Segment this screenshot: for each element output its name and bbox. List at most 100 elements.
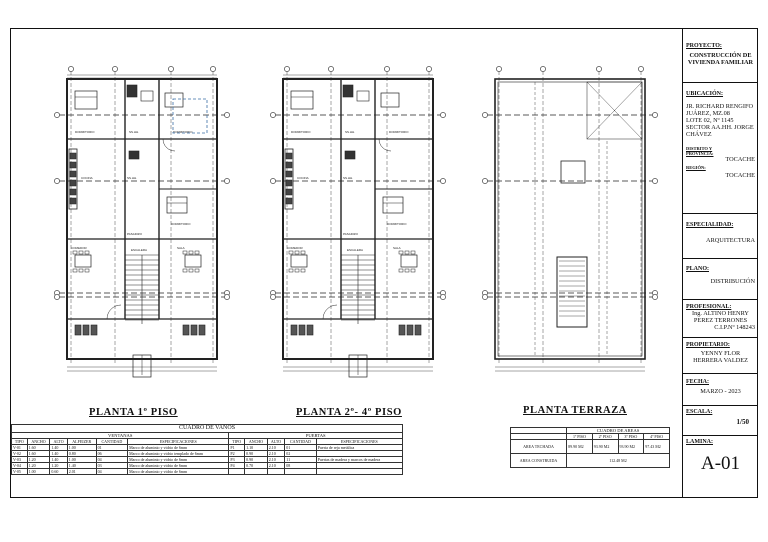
escala-value: 1/50 xyxy=(736,418,749,426)
void-outline xyxy=(586,81,643,140)
profesional-line-2: PEREZ TERRONES xyxy=(693,317,748,324)
furniture xyxy=(306,324,314,336)
area-techada-4: 97.43 M2 xyxy=(643,439,670,454)
axis-bubble xyxy=(482,294,488,300)
axis-bubble xyxy=(168,66,174,72)
area-construida-label: AREA CONSTRUIDA xyxy=(509,453,568,468)
wardrobe xyxy=(164,92,184,108)
escala-cell: ESCALA: 1/50 xyxy=(683,406,758,436)
room-label-sala: SALA xyxy=(393,246,401,250)
dining-table xyxy=(400,254,418,268)
axis-bubble xyxy=(112,66,118,72)
axis-bubble xyxy=(284,66,290,72)
door-cell xyxy=(284,468,317,475)
water-tank xyxy=(560,160,586,184)
especialidad-label: ESPECIALIDAD: xyxy=(686,222,734,228)
axis-bubble xyxy=(440,294,446,300)
door-cell xyxy=(244,468,268,475)
furniture xyxy=(82,324,90,336)
plan-title-terrace: PLANTA TERRAZA xyxy=(523,405,627,416)
door-swing xyxy=(322,304,338,320)
room-label-dormitorio: DORMITORIO xyxy=(171,222,191,226)
door-cell xyxy=(266,468,286,475)
room-label-sshh: SS.HH. xyxy=(127,176,137,180)
axis-bubble xyxy=(210,66,216,72)
room-label-cocina: COCINA xyxy=(297,176,309,180)
profesional-cell: PROFESIONAL: Ing. ALTINO HENRY PEREZ TER… xyxy=(683,300,758,338)
room-label-sshh: SS.HH. xyxy=(129,130,139,134)
room-label-dormitorio: DORMITORIO xyxy=(291,130,311,134)
propietario-line-2: HERRERA VALDEZ xyxy=(693,357,748,364)
ubicacion-line-2: JUÁREZ, MZ.08 xyxy=(686,110,730,117)
plano-label: PLANO: xyxy=(686,266,709,272)
room-label-comedor: COMEDOR xyxy=(287,246,304,250)
furniture xyxy=(182,324,190,336)
stair-housing xyxy=(556,256,588,328)
axis-bubble xyxy=(54,294,60,300)
furniture xyxy=(198,324,206,336)
axis-bubble xyxy=(384,66,390,72)
window-cell: V-05 xyxy=(11,468,28,475)
door-cell xyxy=(315,468,404,475)
axis-bubble xyxy=(68,66,74,72)
chair xyxy=(194,268,200,273)
escala-label: ESCALA: xyxy=(686,409,713,415)
axis-bubble xyxy=(426,66,432,72)
lamina-label: LAMINA: xyxy=(686,439,713,445)
sink xyxy=(356,90,370,102)
burner xyxy=(285,197,293,205)
wardrobe xyxy=(380,92,400,108)
region-value: TOCACHE xyxy=(725,172,755,179)
dining-table xyxy=(74,254,92,268)
axis-bubble xyxy=(54,112,60,118)
title-block: PROYECTO: CONSTRUCCIÓN DE VIVIENDA FAMIL… xyxy=(682,29,758,497)
burner xyxy=(285,170,293,178)
drawing-sheet: DORMITORIO DORMITORIO SS.HH. COCINA DORMITOR… xyxy=(10,28,758,498)
axis-bubble xyxy=(482,112,488,118)
burner xyxy=(69,188,77,196)
floor-plans-drawing: DORMITORIO DORMITORIO SS.HH. COCINA DORMITOR… xyxy=(54,66,658,378)
ubicacion-line-3: LOTE 02, Nº 1145 xyxy=(686,117,734,124)
burner xyxy=(69,179,77,187)
room-label-dormitorio: DORMITORIO xyxy=(387,222,407,226)
axis-bubble xyxy=(482,178,488,184)
room-label-sshh: SS.HH. xyxy=(343,176,353,180)
chair xyxy=(72,268,78,273)
window-cell: 04 xyxy=(95,468,129,475)
propietario-label: PROPIETARIO: xyxy=(686,342,730,348)
door-swing xyxy=(162,138,176,152)
room-label-dormitorio: DORMITORIO xyxy=(173,130,193,134)
axis-bubble xyxy=(638,66,644,72)
room-label-escalera: ESCALERA xyxy=(347,248,363,252)
window-cell: 0.60 xyxy=(49,468,68,475)
furniture xyxy=(190,324,198,336)
propietario-line-1: YENNY FLOR xyxy=(700,350,741,357)
axis-bubble xyxy=(652,112,658,118)
chair xyxy=(294,250,300,255)
terrace-inner-line xyxy=(497,81,643,357)
chair xyxy=(294,268,300,273)
chair xyxy=(300,250,306,255)
plano-value: DISTRIBUCIÓN xyxy=(710,278,755,285)
toilet xyxy=(344,150,356,160)
axis-bubble xyxy=(652,178,658,184)
chair xyxy=(410,268,416,273)
chair xyxy=(410,250,416,255)
region-label: REGIÓN: xyxy=(686,165,706,170)
fecha-cell: FECHA: MARZO - 2023 xyxy=(683,374,758,406)
axis-bubble xyxy=(596,66,602,72)
burner xyxy=(285,161,293,169)
chair xyxy=(84,250,90,255)
axis-bubble xyxy=(224,112,230,118)
axis-bubble xyxy=(652,294,658,300)
furniture xyxy=(298,324,306,336)
bed xyxy=(290,90,314,110)
lamina-cell: LAMINA: A-01 xyxy=(683,436,758,497)
distrito-value: TOCACHE xyxy=(725,156,755,163)
bed xyxy=(74,90,98,110)
room-label-dormitorio: DORMITORIO xyxy=(75,130,95,134)
axis-bubble xyxy=(224,294,230,300)
axis-bubble xyxy=(328,66,334,72)
